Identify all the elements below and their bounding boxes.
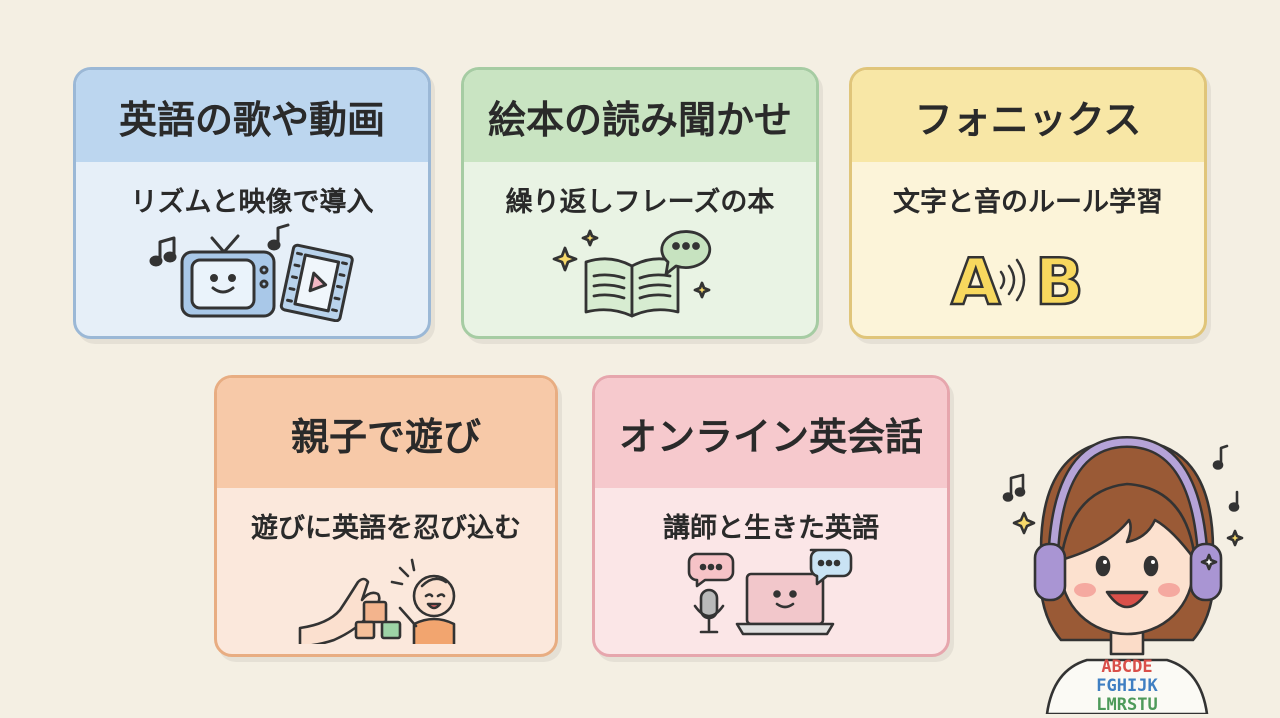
card-title: 親子で遊び [217, 378, 555, 488]
card-subtitle: 講師と生きた英語 [663, 513, 879, 544]
tv-film-music-icon [149, 223, 354, 322]
card-title: オンライン英会話 [595, 378, 947, 488]
letters-sound-icon: A B [950, 245, 1085, 314]
shirt-line: ABCDE [1101, 657, 1152, 677]
card-picture-book: 絵本の読み聞かせ 繰り返しフレーズの本 [461, 67, 819, 339]
card-songs-videos: 英語の歌や動画 リズムと映像で導入 [73, 67, 431, 339]
shirt-line: FGHIJK [1096, 676, 1158, 696]
girl-headphones-icon: ABCDE FGHIJK LMRSTU [1002, 436, 1244, 716]
open-book-speech-icon [552, 229, 712, 318]
shirt-line: LMRSTU [1096, 695, 1157, 714]
card-phonics: フォニックス 文字と音のルール学習 A B [849, 67, 1207, 339]
card-subtitle: 文字と音のルール学習 [893, 187, 1163, 218]
hand-blocks-baby-icon [298, 558, 456, 644]
card-parent-child-play: 親子で遊び 遊びに英語を忍び込む [214, 375, 558, 657]
laptop-microphone-icon [687, 548, 853, 636]
svg-text:B: B [1035, 246, 1084, 314]
svg-text:A: A [951, 246, 1001, 314]
card-subtitle: 繰り返しフレーズの本 [505, 187, 775, 218]
card-subtitle: リズムと映像で導入 [130, 187, 374, 218]
card-title: フォニックス [852, 70, 1204, 162]
card-title: 英語の歌や動画 [76, 70, 428, 162]
card-title: 絵本の読み聞かせ [464, 70, 816, 162]
card-online-english: オンライン英会話 講師と生きた英語 [592, 375, 950, 657]
mascot: ABCDE FGHIJK LMRSTU [995, 420, 1280, 716]
card-subtitle: 遊びに英語を忍び込む [251, 513, 521, 544]
